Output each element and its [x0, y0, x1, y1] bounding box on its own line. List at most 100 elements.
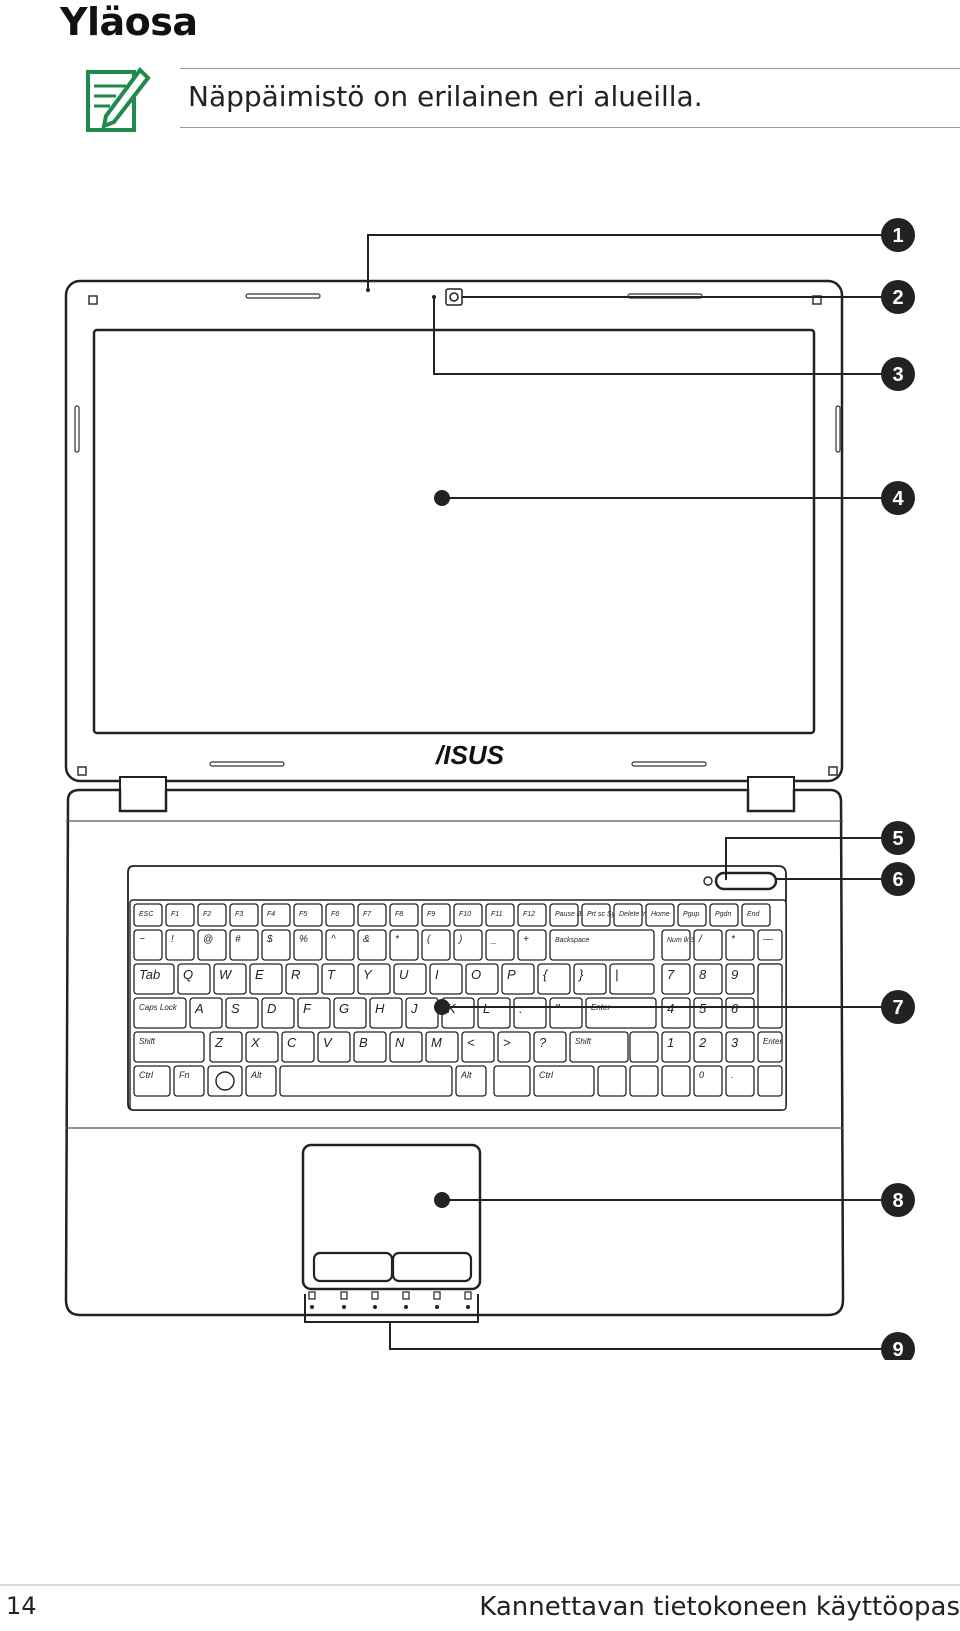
key[interactable] — [725, 1031, 755, 1063]
spacebar[interactable] — [279, 1065, 453, 1097]
key[interactable] — [389, 903, 419, 927]
key[interactable] — [537, 963, 571, 995]
key[interactable] — [245, 1065, 277, 1097]
key[interactable] — [533, 1031, 567, 1063]
power-button[interactable] — [714, 871, 778, 891]
key[interactable] — [549, 929, 655, 961]
key[interactable] — [173, 1065, 205, 1097]
key[interactable] — [661, 963, 691, 995]
key[interactable] — [297, 997, 331, 1029]
key[interactable] — [485, 929, 515, 961]
key[interactable] — [261, 903, 291, 927]
key[interactable] — [741, 903, 771, 927]
key[interactable] — [353, 1031, 387, 1063]
key[interactable] — [725, 929, 755, 961]
key[interactable] — [693, 1031, 723, 1063]
key[interactable] — [133, 1065, 171, 1097]
key[interactable] — [133, 903, 163, 927]
key[interactable] — [693, 929, 723, 961]
key[interactable] — [465, 963, 499, 995]
key[interactable] — [209, 1031, 243, 1063]
key[interactable] — [133, 1031, 205, 1063]
key[interactable] — [693, 997, 723, 1029]
key[interactable] — [421, 903, 451, 927]
key[interactable] — [497, 1031, 531, 1063]
key[interactable] — [533, 1065, 595, 1097]
touchpad-left-button[interactable] — [312, 1251, 394, 1283]
key[interactable] — [197, 903, 227, 927]
key[interactable] — [429, 963, 463, 995]
key[interactable] — [613, 903, 643, 927]
key[interactable] — [321, 963, 355, 995]
key[interactable] — [485, 903, 515, 927]
key[interactable] — [661, 1031, 691, 1063]
touchpad-right-button[interactable] — [391, 1251, 473, 1283]
key[interactable] — [453, 929, 483, 961]
key[interactable] — [189, 997, 223, 1029]
key[interactable] — [569, 1031, 629, 1063]
key[interactable] — [229, 929, 259, 961]
key[interactable] — [249, 963, 283, 995]
key[interactable] — [757, 929, 783, 961]
key[interactable] — [133, 929, 163, 961]
key[interactable] — [517, 903, 547, 927]
key[interactable] — [425, 1031, 459, 1063]
key[interactable] — [165, 903, 195, 927]
key[interactable] — [581, 903, 611, 927]
key[interactable] — [133, 963, 175, 995]
key[interactable] — [293, 929, 323, 961]
key[interactable] — [421, 929, 451, 961]
key[interactable] — [677, 903, 707, 927]
key[interactable] — [393, 963, 427, 995]
key[interactable] — [513, 997, 547, 1029]
key[interactable] — [357, 963, 391, 995]
key[interactable] — [549, 903, 579, 927]
key[interactable] — [573, 963, 607, 995]
key[interactable] — [245, 1031, 279, 1063]
arrow-key[interactable] — [661, 1065, 691, 1097]
key[interactable] — [709, 903, 739, 927]
arrow-key[interactable] — [629, 1031, 659, 1063]
key[interactable] — [281, 1031, 315, 1063]
key[interactable] — [453, 903, 483, 927]
key[interactable] — [261, 929, 291, 961]
key[interactable] — [357, 903, 387, 927]
numpad-enter-key[interactable] — [757, 1065, 783, 1097]
key[interactable] — [455, 1065, 487, 1097]
key[interactable] — [357, 929, 387, 961]
key[interactable] — [645, 903, 675, 927]
key[interactable] — [517, 929, 547, 961]
key[interactable] — [293, 903, 323, 927]
key[interactable] — [661, 997, 691, 1029]
arrow-key[interactable] — [597, 1065, 627, 1097]
key[interactable] — [757, 1031, 783, 1063]
key[interactable] — [165, 929, 195, 961]
key[interactable] — [389, 929, 419, 961]
key[interactable] — [725, 963, 755, 995]
numpad-plus-key[interactable] — [757, 963, 783, 1029]
arrow-key[interactable] — [629, 1065, 659, 1097]
key[interactable] — [197, 929, 227, 961]
key[interactable] — [213, 963, 247, 995]
key[interactable] — [549, 997, 583, 1029]
key[interactable] — [389, 1031, 423, 1063]
key[interactable] — [333, 997, 367, 1029]
key[interactable] — [693, 1065, 723, 1097]
key[interactable] — [285, 963, 319, 995]
key[interactable] — [461, 1031, 495, 1063]
key[interactable] — [317, 1031, 351, 1063]
key[interactable] — [609, 963, 655, 995]
key[interactable] — [585, 997, 657, 1029]
key[interactable] — [477, 997, 511, 1029]
key[interactable] — [229, 903, 259, 927]
key[interactable] — [133, 997, 187, 1029]
key[interactable] — [693, 963, 723, 995]
key[interactable] — [325, 929, 355, 961]
windows-key[interactable] — [207, 1065, 243, 1097]
key[interactable] — [369, 997, 403, 1029]
key[interactable] — [261, 997, 295, 1029]
key[interactable] — [661, 929, 691, 961]
key[interactable] — [325, 903, 355, 927]
key[interactable] — [501, 963, 535, 995]
menu-key[interactable] — [493, 1065, 531, 1097]
